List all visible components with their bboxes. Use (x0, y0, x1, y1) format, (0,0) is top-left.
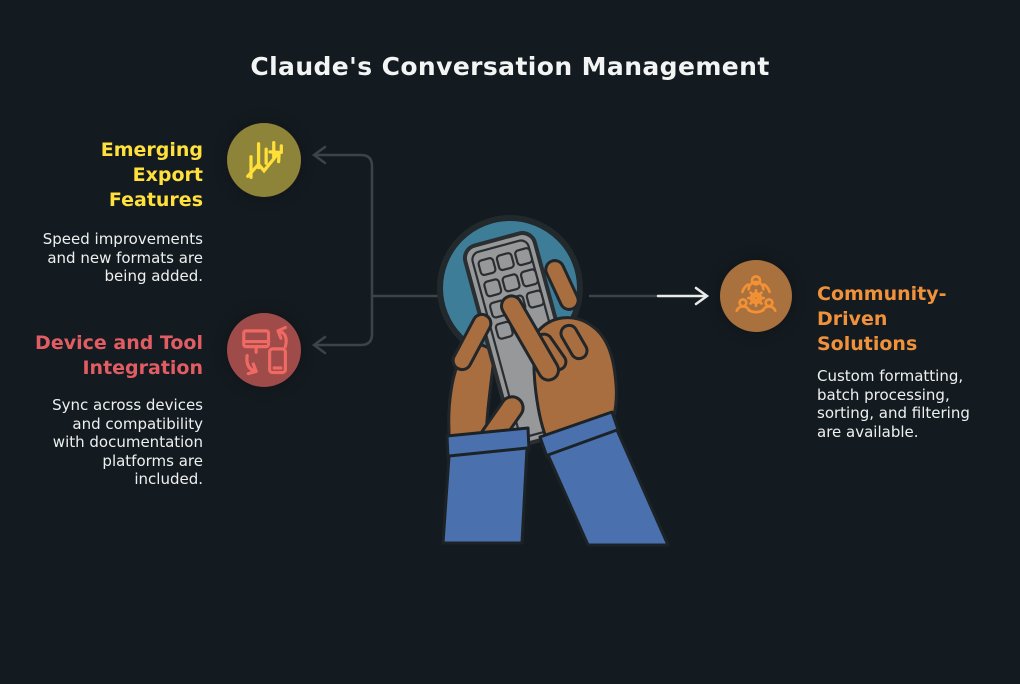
node-circle-community-solutions (720, 260, 792, 332)
hands-using-phone-illustration (437, 215, 670, 547)
community-gear-icon (735, 275, 777, 314)
left-cuff (445, 426, 531, 460)
phone (462, 231, 585, 446)
node-body-device-integration: Sync across devices and compatibility wi… (52, 396, 203, 488)
arrow-right-icon (694, 286, 710, 306)
left-hand (447, 343, 496, 449)
pointing-finger (500, 294, 560, 382)
node-heading-device-integration: Device and Tool Integration (35, 332, 203, 379)
left-sleeve (441, 446, 529, 545)
node-heading-emerging-export: Emerging Export Features (100, 139, 203, 211)
right-connector-lines (588, 286, 710, 306)
phone-keypad (477, 247, 545, 340)
node-body-community-solutions: Custom formatting, batch processing, sor… (817, 367, 970, 441)
node-circle-emerging-export (227, 123, 301, 197)
right-hand (500, 259, 618, 444)
node-circle-device-integration (227, 313, 301, 387)
node-body-emerging-export: Speed improvements and new formats are b… (42, 230, 203, 285)
right-sleeve (546, 428, 670, 547)
page-title: Claude's Conversation Management (250, 52, 770, 81)
left-hand-fingers (451, 312, 525, 455)
bar-chart-trend-icon (246, 141, 283, 179)
sleeves (441, 410, 670, 547)
arrow-left-bottom-icon (311, 335, 327, 355)
center-circle (437, 215, 583, 361)
left-connector-lines (311, 145, 439, 355)
right-cuff (538, 410, 621, 459)
node-heading-community-solutions: Community- Driven Solutions (817, 283, 947, 355)
device-sync-icon (242, 325, 288, 376)
arrow-left-top-icon (311, 145, 327, 165)
